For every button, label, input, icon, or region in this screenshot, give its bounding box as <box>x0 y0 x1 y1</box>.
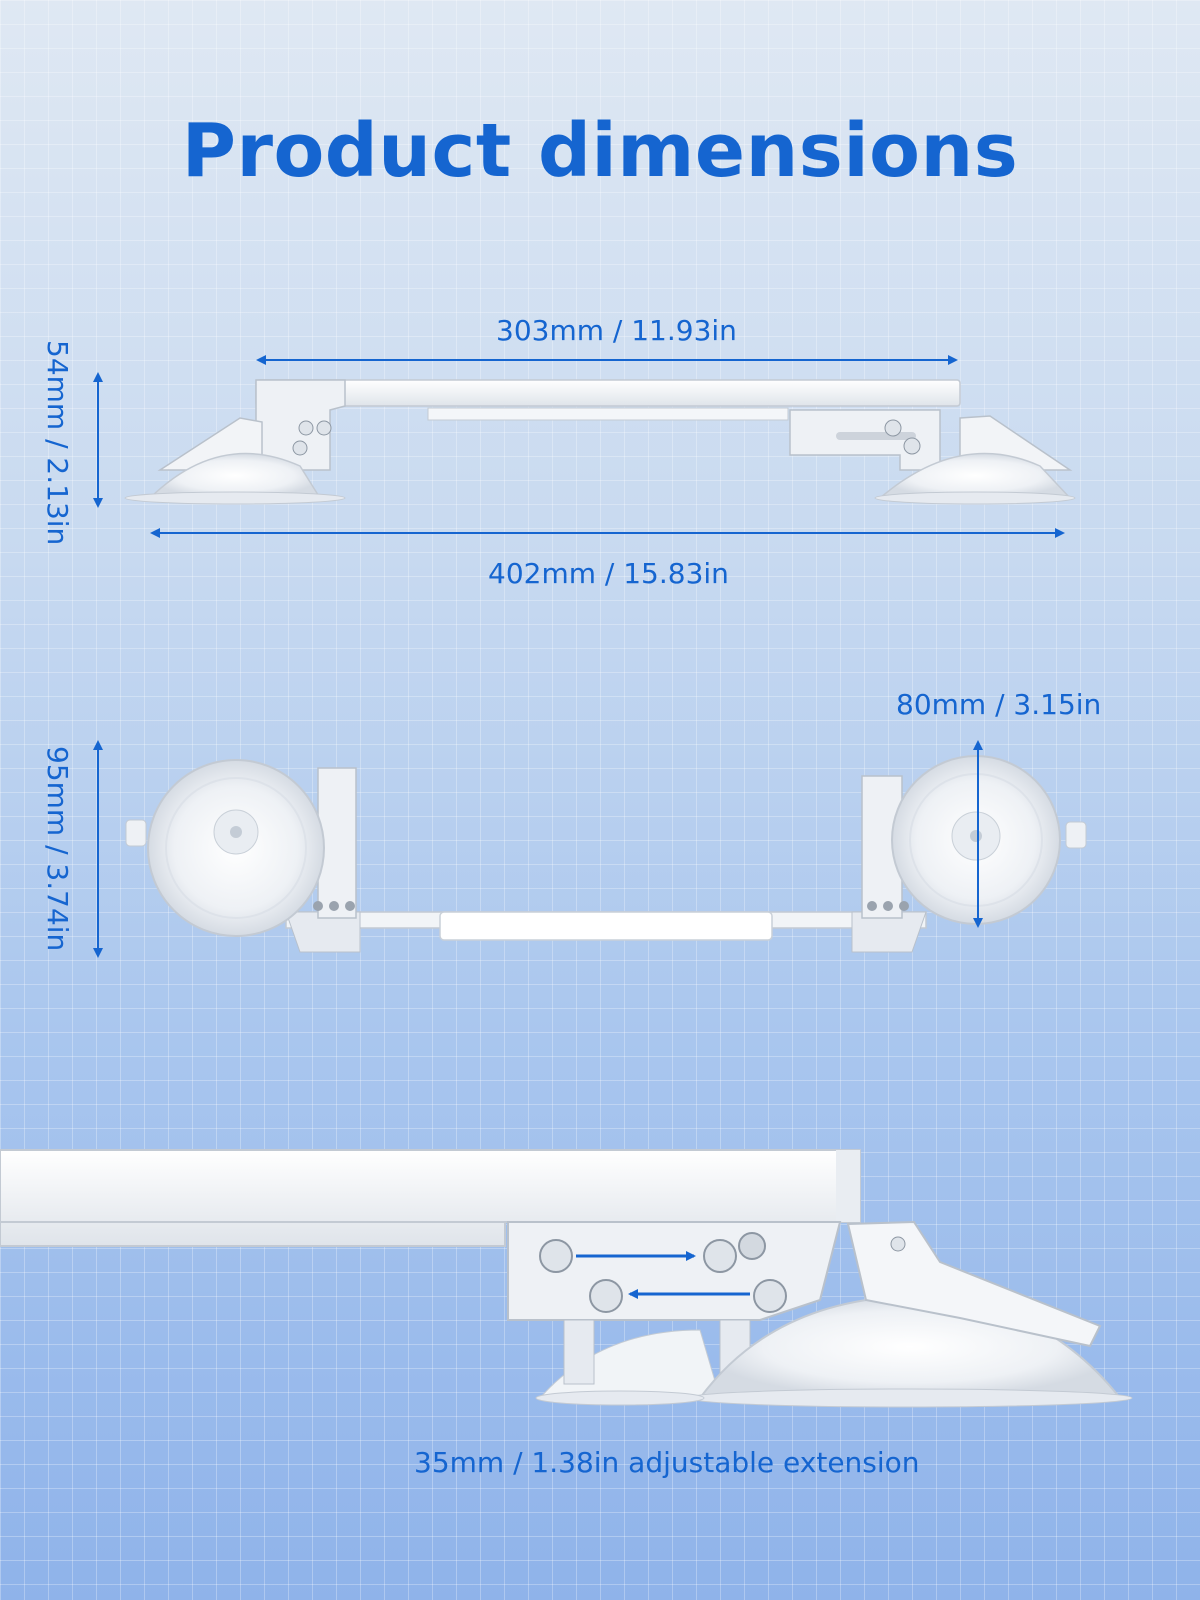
bottom-view-product <box>125 755 1087 953</box>
detail-view-product <box>0 1149 1133 1408</box>
inner-width-label: 303mm / 11.93in <box>496 314 737 347</box>
top-view-product <box>124 379 1076 505</box>
cup-diameter-label: 80mm / 3.15in <box>896 688 1102 721</box>
total-width-label: 402mm / 15.83in <box>488 557 729 590</box>
depth-label: 95mm / 3.74in <box>41 746 74 952</box>
page-title: Product dimensions <box>181 108 1019 194</box>
height-label: 54mm / 2.13in <box>41 340 74 546</box>
extension-caption: 35mm / 1.38in adjustable extension <box>414 1446 920 1479</box>
